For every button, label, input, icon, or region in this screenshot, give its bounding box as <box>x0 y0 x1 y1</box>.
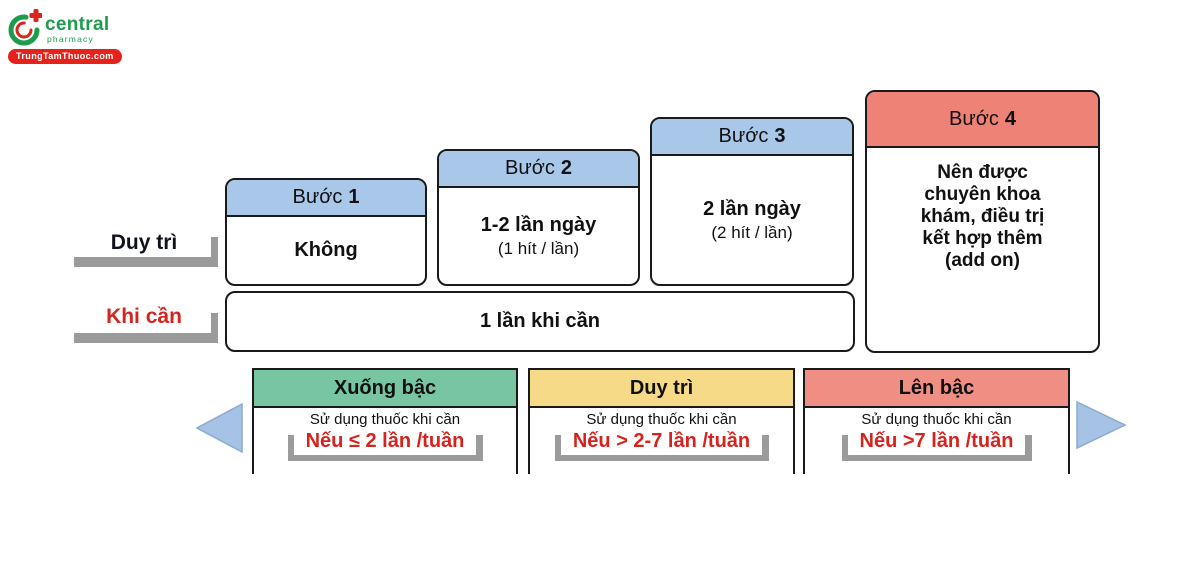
section-step-up: Lên bậc Sử dụng thuốc khi cần Nếu >7 lần… <box>803 368 1070 474</box>
step-1-number: 1 <box>348 186 360 208</box>
step-1-box: Bước 1 Không <box>225 178 427 286</box>
as-needed-box: 1 lần khi cần <box>225 291 855 352</box>
step-1-title: Bước <box>292 186 343 208</box>
brand-name: central <box>45 14 110 35</box>
maintenance-bracket <box>74 237 218 267</box>
usage-line: Sử dụng thuốc khi cần <box>309 411 461 428</box>
step-3-dose-detail: (2 hít / lần) <box>711 222 793 242</box>
step-2-title: Bước <box>505 157 555 179</box>
step-2-box: Bước 2 1-2 lần ngày (1 hít / lần) <box>437 149 640 286</box>
condition-panel: Nếu ≤ 2 lần /tuần <box>293 429 477 455</box>
brand-logo: central pharmacy TrungTamThuoc.com <box>8 8 122 64</box>
section-maintain-header: Duy trì <box>528 368 795 408</box>
as-needed-bracket <box>74 313 218 343</box>
step-up-arrow-icon <box>1076 401 1127 450</box>
usage-line: Sử dụng thuốc khi cần <box>861 411 1012 428</box>
step-4-line-4: kết hợp thêm <box>922 228 1043 249</box>
step-3-title: Bước <box>718 125 769 147</box>
step-1-header: Bước 1 <box>227 180 425 217</box>
step-2-dose: 1-2 lần ngày <box>480 213 597 236</box>
step-1-body: Không <box>227 217 425 284</box>
step-4-line-5: (add on) <box>945 250 1020 271</box>
section-step-down-body: Sử dụng thuốc khi cần Nếu ≤ 2 lần /tuần <box>252 408 518 474</box>
condition-panel: Nếu > 2-7 lần /tuần <box>560 429 763 455</box>
section-step-down-header: Xuống bậc <box>252 368 518 408</box>
pharmacy-logo-icon <box>8 9 42 46</box>
step-3-number: 3 <box>774 125 786 147</box>
brand-subtitle: pharmacy <box>47 34 94 44</box>
section-maintain: Duy trì Sử dụng thuốc khi cần Nếu > 2-7 … <box>528 368 795 474</box>
step-4-header: Bước 4 <box>867 92 1098 148</box>
usage-line: Sử dụng thuốc khi cần <box>586 411 737 428</box>
step-1-dose: Không <box>294 239 358 261</box>
step-2-dose-detail: (1 hít / lần) <box>497 238 580 258</box>
step-2-body: 1-2 lần ngày (1 hít / lần) <box>439 188 638 284</box>
step-4-line-2: chuyên khoa <box>924 184 1041 205</box>
section-maintain-body: Sử dụng thuốc khi cần Nếu > 2-7 lần /tuầ… <box>528 408 795 474</box>
step-4-title: Bước <box>949 107 999 130</box>
step-down-arrow-icon <box>196 403 243 453</box>
condition-panel: Nếu >7 lần /tuần <box>847 429 1026 455</box>
brand-banner: TrungTamThuoc.com <box>8 49 122 64</box>
section-step-up-body: Sử dụng thuốc khi cần Nếu >7 lần /tuần <box>803 408 1070 474</box>
step-3-dose: 2 lần ngày <box>703 197 801 220</box>
step-3-body: 2 lần ngày (2 hít / lần) <box>652 156 852 284</box>
section-step-down: Xuống bậc Sử dụng thuốc khi cần Nếu ≤ 2 … <box>252 368 518 474</box>
step-4-number: 4 <box>1004 107 1016 130</box>
step-4-line-1: Nên được <box>937 162 1028 183</box>
step-2-header: Bước 2 <box>439 151 638 188</box>
step-4-box: Bước 4 Nên được chuyên khoa khám, điều t… <box>865 90 1100 353</box>
step-2-number: 2 <box>560 157 572 179</box>
step-3-header: Bước 3 <box>652 119 852 156</box>
section-step-up-header: Lên bậc <box>803 368 1070 408</box>
row-label-maintenance: Duy trì <box>110 231 178 254</box>
step-4-body: Nên được chuyên khoa khám, điều trị kết … <box>867 148 1098 351</box>
step-4-line-3: khám, điều trị <box>920 206 1045 227</box>
step-3-box: Bước 3 2 lần ngày (2 hít / lần) <box>650 117 854 286</box>
row-label-as-needed: Khi cần <box>106 305 182 328</box>
